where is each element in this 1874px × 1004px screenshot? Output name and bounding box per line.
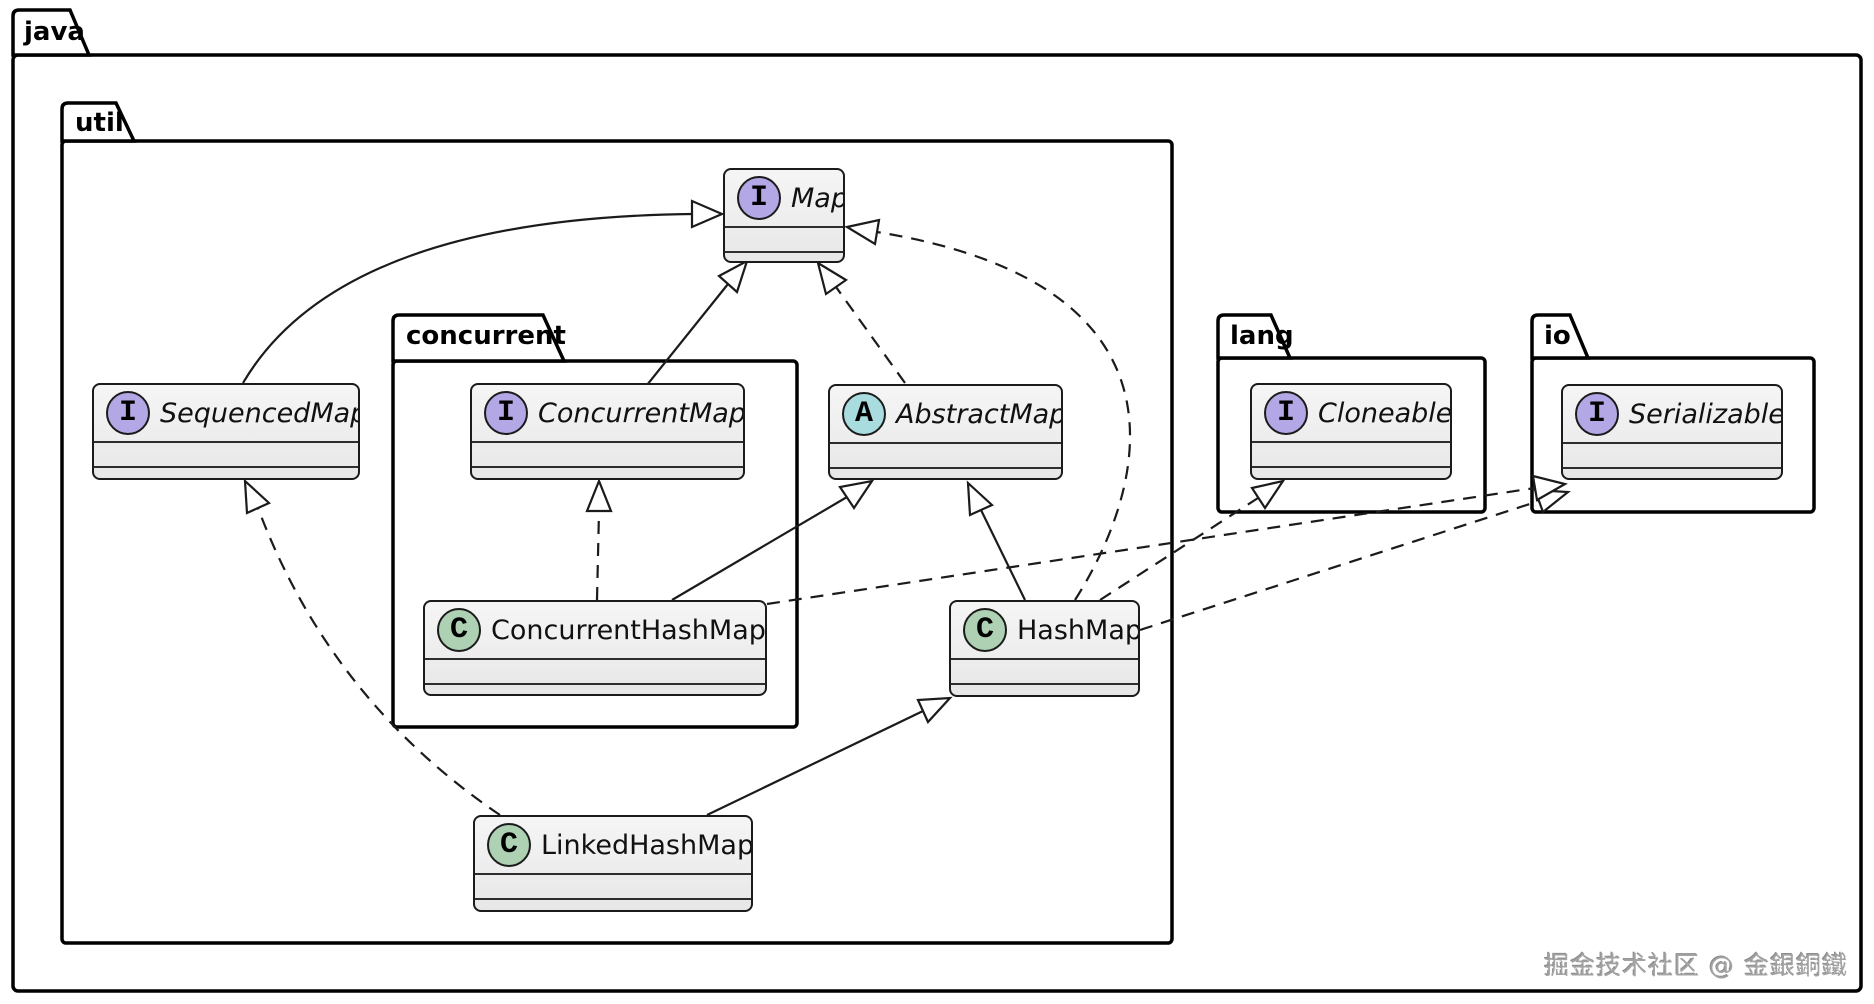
package-label-java: java (24, 17, 85, 47)
abstract-icon: A (842, 392, 886, 436)
class-title-map: I Map (725, 170, 843, 226)
edge-abstractmap-implements-map (835, 286, 906, 384)
fields-compartment (1252, 441, 1450, 466)
watermark-text: 掘金技术社区 @ 金銀銅鐵 (1544, 951, 1848, 980)
class-title-sequencedmap: I SequencedMap (94, 385, 358, 441)
class-box-hashmap: C HashMap (949, 600, 1140, 697)
arrowhead-abstractmap-bottomright (966, 480, 994, 517)
package-label-concurrent: concurrent (406, 321, 566, 351)
package-lang-tab (1216, 313, 1293, 360)
edge-hashmap-extends-abstractmap (980, 509, 1026, 601)
class-name: SequencedMap (160, 397, 360, 429)
edge-concurrenthashmap-extends-abstractmap (671, 496, 848, 601)
edge-concurrenthashmap-implements-concurrentmap (595, 510, 601, 601)
fields-compartment (830, 442, 1061, 467)
fields-compartment (472, 441, 743, 466)
methods-compartment (1563, 467, 1781, 478)
edge-hashmap-implements-cloneable (1099, 497, 1259, 601)
arrowhead-map-left (690, 199, 725, 229)
package-label-io: io (1544, 321, 1571, 351)
interface-icon: I (484, 391, 528, 435)
fields-compartment (1563, 442, 1781, 467)
class-title-concurrentmap: I ConcurrentMap (472, 385, 743, 441)
edge-linkedhashmap-implements-sequencedmap (256, 507, 501, 816)
arrowhead-hashmap-bottomleft (916, 696, 953, 724)
class-name: Serializable (1629, 398, 1783, 430)
edge-linkedhashmap-extends-hashmap (706, 710, 924, 816)
arrowhead-map-bottomright (816, 260, 849, 296)
arrowhead-sequencedmap-bottom (243, 478, 271, 515)
class-name: AbstractMap (896, 398, 1063, 430)
class-title-concurrenthashmap: C ConcurrentHashMap (425, 602, 765, 658)
fields-compartment (94, 441, 358, 466)
class-name: LinkedHashMap (541, 829, 753, 861)
methods-compartment (830, 467, 1061, 478)
edge-concurrenthashmap-implements-serializable (766, 486, 1536, 606)
interface-icon: I (1264, 391, 1308, 435)
methods-compartment (94, 466, 358, 478)
methods-compartment (951, 683, 1138, 695)
arrowhead-map-bottomleft (717, 258, 749, 294)
class-name: Map (791, 182, 845, 214)
methods-compartment (725, 251, 843, 261)
class-box-concurrentmap: I ConcurrentMap (470, 383, 745, 480)
class-name: ConcurrentMap (538, 397, 745, 429)
interface-icon: I (1575, 392, 1619, 436)
arrowhead-abstractmap-bottomleft (838, 479, 875, 510)
fields-compartment (475, 873, 751, 898)
package-label-util: util (75, 108, 124, 138)
class-icon: C (487, 823, 531, 867)
package-util-tab (60, 101, 137, 143)
arrowhead-serializable-bottomleft-2 (1531, 474, 1568, 502)
methods-compartment (475, 898, 751, 910)
interface-icon: I (106, 391, 150, 435)
class-box-serializable: I Serializable (1561, 384, 1783, 480)
edge-sequencedmap-extends-map (242, 212, 693, 384)
class-box-cloneable: I Cloneable (1250, 383, 1452, 480)
package-label-lang: lang (1230, 321, 1294, 351)
class-title-hashmap: C HashMap (951, 602, 1138, 658)
class-icon: C (437, 608, 481, 652)
class-title-abstractmap: A AbstractMap (830, 386, 1061, 442)
class-name: Cloneable (1318, 397, 1452, 429)
fields-compartment (425, 658, 765, 683)
methods-compartment (425, 683, 765, 694)
arrowhead-concurrentmap-bottom (585, 478, 613, 513)
interface-icon: I (737, 176, 781, 220)
arrowhead-cloneable-bottomleft (1250, 479, 1286, 511)
class-name: ConcurrentHashMap (491, 614, 766, 646)
methods-compartment (1252, 466, 1450, 478)
methods-compartment (472, 466, 743, 478)
fields-compartment (951, 658, 1138, 683)
class-box-abstractmap: A AbstractMap (828, 384, 1063, 480)
class-box-linkedhashmap: C LinkedHashMap (473, 815, 753, 912)
fields-compartment (725, 226, 843, 251)
package-java-tab (11, 8, 92, 57)
class-title-linkedhashmap: C LinkedHashMap (475, 817, 751, 873)
edge-concurrentmap-extends-map (646, 283, 729, 386)
class-box-map: I Map (723, 168, 845, 263)
class-icon: C (963, 608, 1007, 652)
class-title-serializable: I Serializable (1563, 386, 1781, 442)
class-box-concurrenthashmap: C ConcurrentHashMap (423, 600, 767, 696)
edge-hashmap-implements-serializable (1139, 499, 1540, 632)
package-io-tab (1530, 313, 1591, 360)
class-title-cloneable: I Cloneable (1252, 385, 1450, 441)
class-box-sequencedmap: I SequencedMap (92, 383, 360, 480)
class-name: HashMap (1017, 614, 1140, 646)
arrowhead-map-right (844, 218, 881, 246)
package-concurrent-tab (391, 313, 567, 363)
